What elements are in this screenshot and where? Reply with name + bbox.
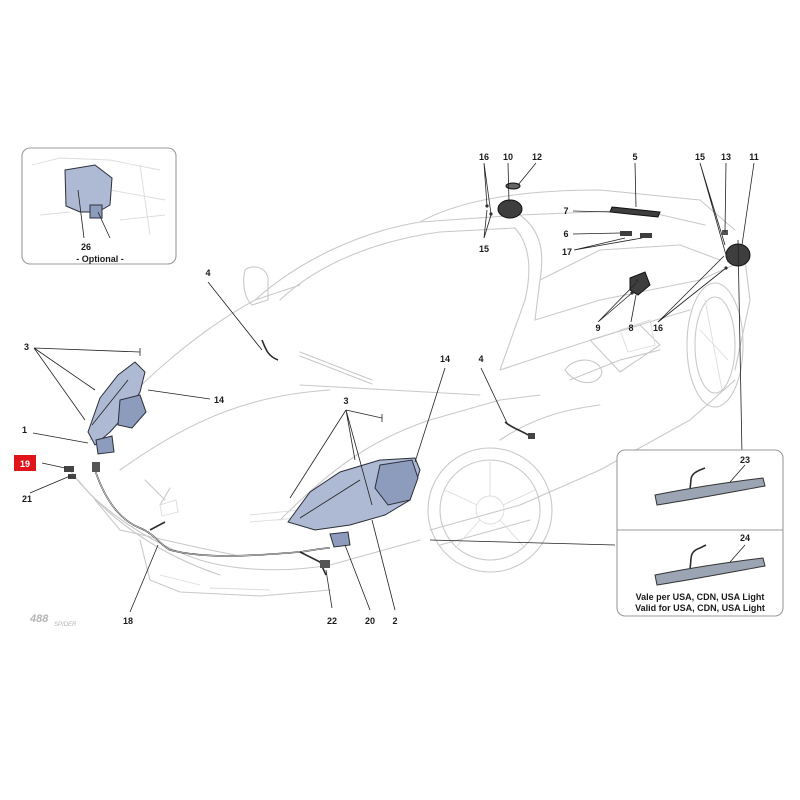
usa-caption-line2: Valid for USA, CDN, USA Light — [635, 603, 765, 613]
callout-14-left: 14 — [214, 395, 224, 405]
callout-7: 7 — [563, 206, 568, 216]
callout-9: 9 — [595, 323, 600, 333]
callout-11: 11 — [749, 152, 759, 162]
callout-1: 1 — [22, 425, 27, 435]
callout-17: 17 — [562, 247, 572, 257]
callout-14-right: 14 — [440, 354, 450, 364]
callout-4-top: 4 — [205, 268, 210, 278]
callout-8: 8 — [628, 323, 633, 333]
side-wiring — [261, 339, 535, 439]
callout-20: 20 — [365, 616, 375, 626]
callout-12: 12 — [532, 152, 542, 162]
callout-5: 5 — [632, 152, 637, 162]
callout-21: 21 — [22, 494, 32, 504]
callout-16-roof: 16 — [479, 152, 489, 162]
car-outline — [69, 189, 751, 597]
callout-15-roof: 15 — [479, 244, 489, 254]
callout-22: 22 — [327, 616, 337, 626]
callout-24: 24 — [740, 533, 750, 543]
callout-labels: 1 2 3 3 4 4 5 6 7 8 9 10 11 12 13 14 14 … — [14, 152, 759, 626]
callout-4-right: 4 — [478, 354, 483, 364]
callout-13: 13 — [721, 152, 731, 162]
inset-usa: Vale per USA, CDN, USA Light Valid for U… — [616, 449, 784, 617]
callout-3-left: 3 — [24, 342, 29, 352]
callout-10: 10 — [503, 152, 513, 162]
optional-caption: - Optional - — [76, 254, 124, 264]
right-headlamp-assembly[interactable] — [287, 457, 421, 548]
wiring-harness — [64, 462, 331, 576]
leader-lines — [29, 162, 755, 613]
callout-15-right: 15 — [695, 152, 705, 162]
callout-6: 6 — [563, 229, 568, 239]
callout-19-highlight — [14, 455, 36, 471]
left-headlamp-assembly[interactable] — [87, 361, 147, 455]
callout-16-right: 16 — [653, 323, 663, 333]
usa-caption-line1: Vale per USA, CDN, USA Light — [636, 592, 765, 602]
side-marker-23 — [654, 477, 766, 506]
callout-19: 19 — [20, 459, 30, 469]
callout-2: 2 — [392, 616, 397, 626]
callout-18: 18 — [123, 616, 133, 626]
inset-optional: 26 - Optional - — [21, 147, 177, 265]
callout-25: 26 — [81, 242, 91, 252]
callout-23: 23 — [740, 455, 750, 465]
svg-text:SPIDER: SPIDER — [54, 622, 77, 628]
svg-text:488: 488 — [29, 613, 49, 625]
side-marker-24 — [654, 557, 766, 586]
model-logo: 488 SPIDER — [29, 613, 77, 628]
callout-3-right: 3 — [343, 396, 348, 406]
